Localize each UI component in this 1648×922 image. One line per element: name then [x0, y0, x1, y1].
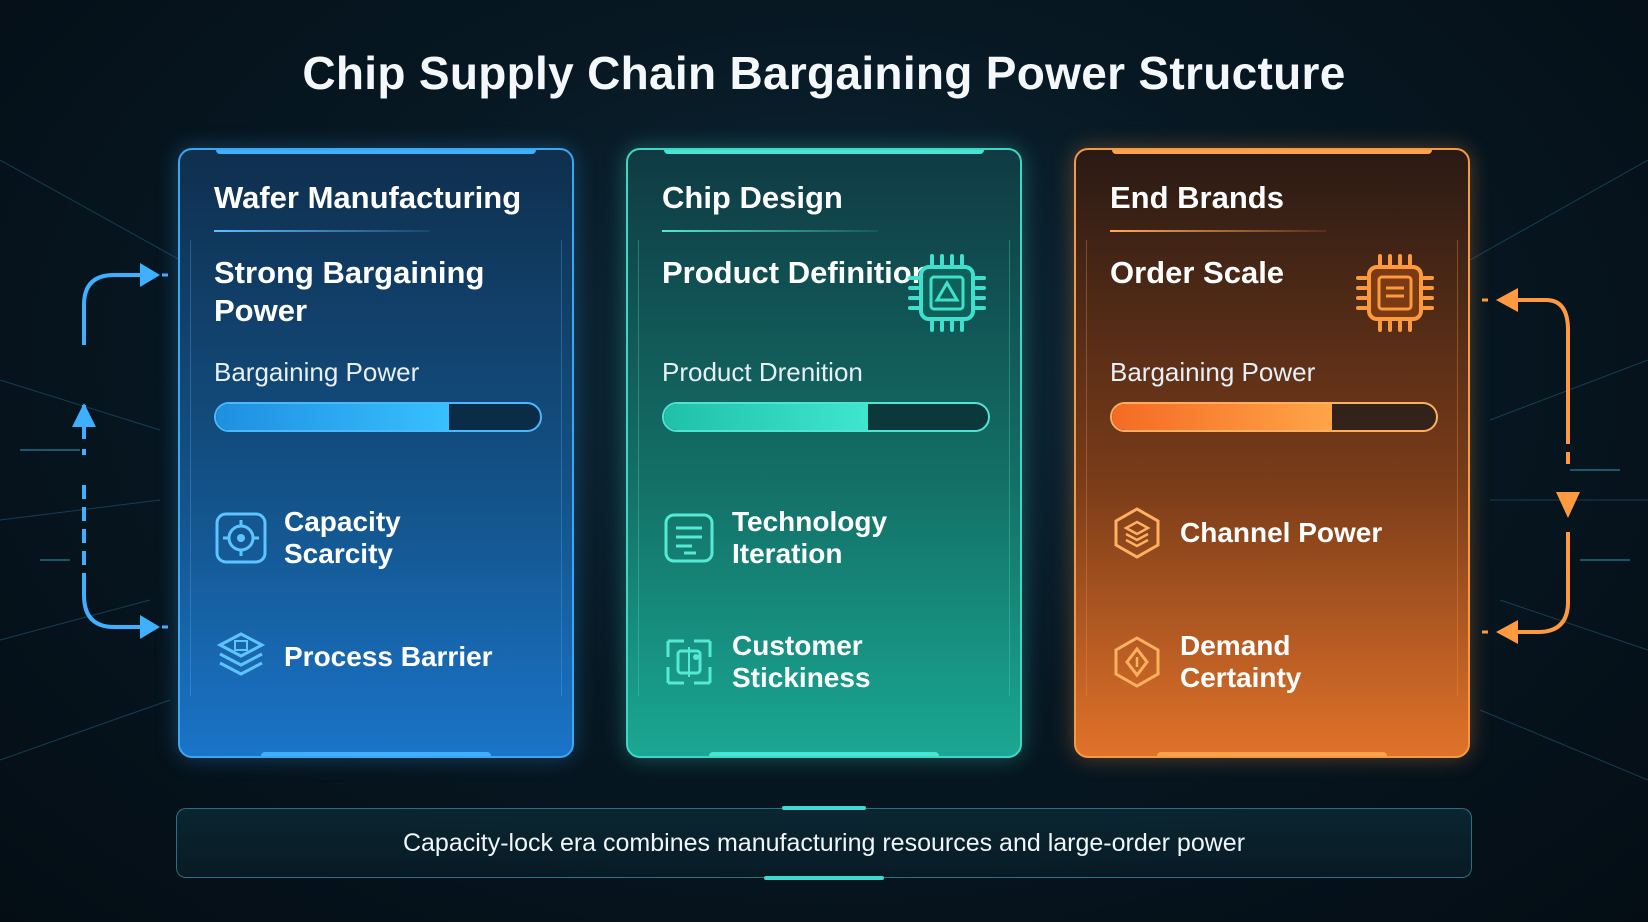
- document-list-icon: [664, 513, 714, 563]
- card-subtitle: Product Definition: [662, 255, 931, 290]
- hexagon-diamond-icon: [1114, 636, 1160, 688]
- bar-label: Bargaining Power: [214, 357, 420, 387]
- product-definition-bar: [662, 402, 990, 432]
- card-header: Wafer Manufacturing: [214, 180, 522, 215]
- left-cycle-arrows: [72, 263, 168, 639]
- card-header: End Brands: [1110, 180, 1284, 215]
- puzzle-link-icon: [666, 639, 712, 685]
- page-title: Chip Supply Chain Bargaining Power Struc…: [302, 47, 1346, 99]
- bargaining-power-bar: [214, 402, 542, 432]
- card-subtitle: Strong Bargaining Power: [214, 255, 485, 328]
- header-divider: [214, 230, 430, 232]
- feature-label: Demand Certainty: [1180, 630, 1302, 693]
- bar-fill: [1112, 404, 1333, 430]
- bar-fill: [664, 404, 869, 430]
- card-subtitle: Order Scale: [1110, 255, 1285, 290]
- right-cycle-arrows: [1482, 288, 1580, 644]
- feature-technology-iteration: Technology Iteration: [662, 506, 952, 570]
- feature-label: Channel Power: [1180, 517, 1383, 548]
- card-wafer-manufacturing: Wafer Manufacturing Strong Bargaining Po…: [178, 148, 574, 758]
- target-gear-icon: [215, 512, 267, 564]
- stacked-layers-icon: [216, 632, 266, 676]
- card-end-brands: End Brands Order Scale Bargaining Power: [1074, 148, 1470, 758]
- feature-label: Capacity Scarcity: [284, 506, 401, 569]
- feature-channel-power: Channel Power: [1110, 506, 1400, 560]
- feature-process-barrier: Process Barrier: [214, 630, 504, 684]
- header-divider: [662, 230, 878, 232]
- bargaining-power-bar: [1110, 402, 1438, 432]
- feature-demand-certainty: Demand Certainty: [1110, 630, 1400, 694]
- hexagon-layers-icon: [1114, 507, 1160, 559]
- card-chip-design: Chip Design Product Definition Product D…: [626, 148, 1022, 758]
- chip-icon: [908, 254, 986, 332]
- card-header: Chip Design: [662, 180, 843, 215]
- footer-summary: Capacity-lock era combines manufacturing…: [176, 808, 1472, 878]
- feature-customer-stickiness: Customer Stickiness: [662, 630, 952, 694]
- chip-icon: [1356, 254, 1434, 332]
- feature-label: Customer Stickiness: [732, 630, 871, 693]
- bar-fill: [216, 404, 450, 430]
- header-divider: [1110, 230, 1326, 232]
- feature-label: Process Barrier: [284, 641, 493, 672]
- bar-label: Product Drenition: [662, 357, 863, 387]
- footer-text: Capacity-lock era combines manufacturing…: [402, 828, 1246, 857]
- feature-capacity-scarcity: Capacity Scarcity: [214, 506, 504, 570]
- bar-label: Bargaining Power: [1110, 357, 1316, 387]
- feature-label: Technology Iteration: [732, 506, 888, 569]
